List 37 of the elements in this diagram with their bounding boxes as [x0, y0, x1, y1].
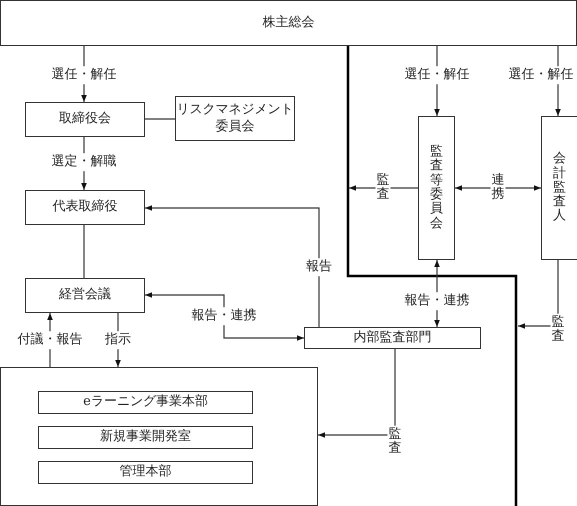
- edge-label: 報告: [304, 258, 334, 276]
- process-box: [38, 426, 253, 449]
- edge-label: 指示: [103, 331, 133, 349]
- process-box: [175, 96, 295, 141]
- process-box: [25, 102, 145, 137]
- vertical-box: [541, 116, 577, 260]
- arrow: [145, 205, 320, 327]
- process-box: [0, 0, 577, 46]
- node-label: 会計監査人: [553, 152, 566, 224]
- node-label: 代表取締役: [52, 199, 118, 216]
- node-label: 株主総会: [262, 14, 314, 32]
- node-label: 監査等委員会: [430, 145, 443, 231]
- edge-label: 報告・連携: [190, 307, 258, 325]
- process-box: [38, 461, 253, 484]
- edge-label: 選任・解任: [506, 66, 576, 84]
- edge-label: 選定・解職: [50, 153, 118, 171]
- node-label: 内部監査部門: [354, 330, 432, 346]
- node-label: eラーニング事業本部: [83, 394, 208, 411]
- connector-line: [145, 118, 175, 120]
- node-label: 新規事業開発室: [100, 429, 191, 446]
- node-label: リスクマネジメント委員会: [176, 102, 294, 135]
- node-label: 取締役会: [59, 111, 111, 128]
- vertical-box: [418, 116, 455, 260]
- node-label: 管理本部: [120, 464, 172, 481]
- edge-label: 付議・報告: [16, 331, 84, 349]
- node-label: 経営会議: [59, 287, 111, 304]
- outline-box: [0, 367, 318, 506]
- process-box: [25, 190, 145, 225]
- process-box: [304, 327, 481, 349]
- arrow: [318, 349, 396, 438]
- edge-label: 選任・解任: [50, 66, 118, 84]
- connector-line: [83, 225, 85, 278]
- edge-label: 報告・連携: [402, 292, 472, 310]
- arrow: [145, 292, 304, 341]
- process-box: [25, 278, 145, 313]
- edge-label: 選任・解任: [402, 66, 472, 84]
- process-box: [38, 391, 253, 414]
